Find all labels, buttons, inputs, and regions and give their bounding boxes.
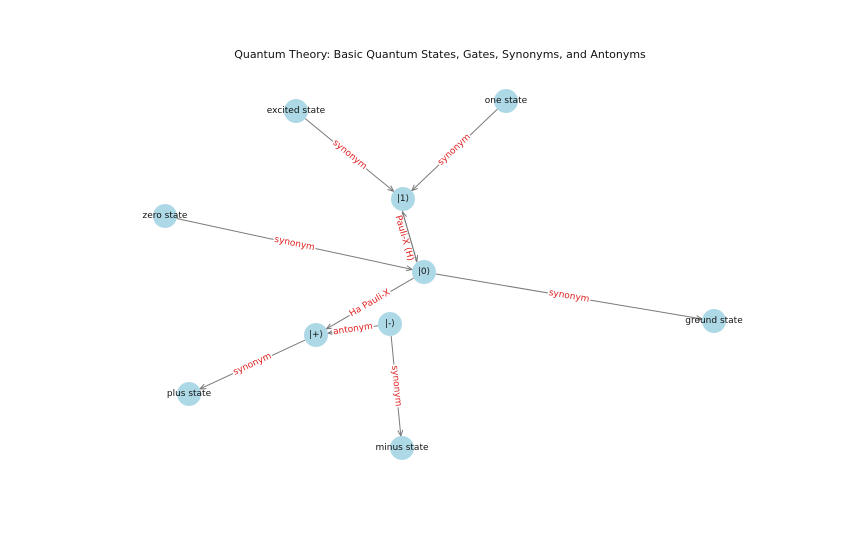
node-label-excited: excited state (267, 106, 326, 116)
node-circle-plus_state (177, 382, 201, 406)
node-plus: |+⟩ (304, 323, 328, 347)
arrowhead-minus-plus (326, 329, 335, 336)
edge-label-synonym: synonym (436, 132, 473, 168)
edge-label-group-minus-minus_state: synonym (388, 364, 404, 408)
edge-label-background (329, 137, 370, 173)
node-circle-plus (304, 323, 328, 347)
edge-label-group-plus-plus_state: synonym (230, 350, 275, 379)
arrowhead-zero-ket0 (405, 265, 414, 272)
figure-title: Quantum Theory: Basic Quantum States, Ga… (234, 48, 646, 61)
node-label-plus: |+⟩ (309, 330, 323, 340)
edge-label-group-zero-ket0: synonym (272, 234, 317, 254)
node-ket0: |0⟩ (412, 260, 436, 284)
edge-label-background (331, 321, 375, 338)
node-minus: |-⟩ (378, 312, 402, 336)
node-one: one state (485, 89, 528, 113)
edge-label-pauli-x-h: Pauli-X (H) (393, 214, 416, 262)
edge-label-synonym: synonym (548, 288, 590, 305)
node-ground: ground state (685, 309, 743, 333)
edge-label-group-ket0-ground: synonym (546, 287, 592, 306)
node-label-ground: ground state (685, 316, 743, 326)
edge-label-group-minus-plus: antonym (331, 321, 375, 338)
node-label-one: one state (485, 96, 528, 106)
edge-label-antonym: antonym (332, 322, 373, 338)
edge-label-group-one-ket1: synonym (435, 131, 474, 169)
node-ket1: |1⟩ (391, 187, 415, 211)
node-label-plus_state: plus state (167, 389, 212, 399)
edge-ket0-ket1 (401, 211, 418, 262)
node-circle-ket1 (391, 187, 415, 211)
edge-label-synonym: synonym (389, 365, 403, 407)
edge-label-background (272, 234, 317, 254)
edge-label-group-ket0-ket1: Pauli-X (H) (392, 213, 416, 264)
edge-label-background (347, 287, 393, 320)
node-zero: zero state (143, 204, 188, 228)
edge-label-background (435, 131, 474, 169)
node-circle-ground (702, 309, 726, 333)
node-label-ket0: |0⟩ (418, 267, 430, 277)
edge-label-background (230, 350, 275, 379)
node-circle-one (494, 89, 518, 113)
edge-label-synonym: synonym (232, 351, 273, 377)
node-label-ket1: |1⟩ (397, 194, 409, 204)
node-circle-ket0 (412, 260, 436, 284)
node-label-zero: zero state (143, 211, 188, 221)
nodes-layer: |1⟩ |0⟩ |+⟩ |-⟩ excited state one state zero s… (143, 89, 743, 460)
node-circle-zero (153, 204, 177, 228)
node-plus_state: plus state (167, 382, 212, 406)
arrowhead-plus-plus_state (198, 383, 207, 390)
node-circle-minus (378, 312, 402, 336)
edge-label-synonym: synonym (330, 138, 368, 172)
edge-label-background (388, 364, 404, 408)
edge-label-background (392, 213, 416, 264)
edge-label-synonym: synonym (273, 235, 315, 253)
edge-label-background (546, 287, 592, 306)
node-label-minus: |-⟩ (385, 319, 395, 329)
node-minus_state: minus state (375, 436, 429, 460)
arrowhead-one-ket1 (410, 184, 418, 192)
node-excited: excited state (267, 99, 326, 123)
node-circle-excited (284, 99, 308, 123)
edge-label-group-excited-ket1: synonym (329, 137, 370, 173)
node-circle-minus_state (390, 436, 414, 460)
node-label-minus_state: minus state (375, 443, 428, 453)
